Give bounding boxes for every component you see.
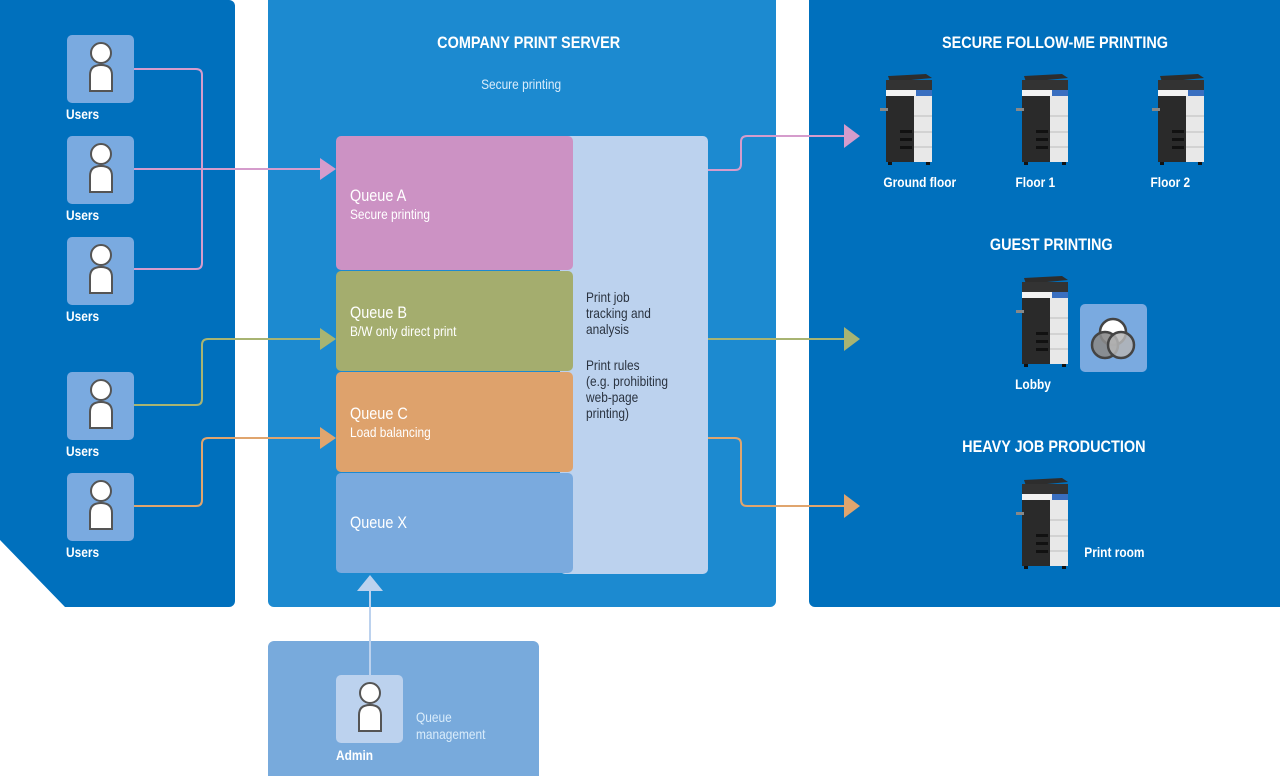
admin-desc: Queue management: [416, 709, 486, 742]
person-icon: [357, 682, 382, 732]
queue-x-name: Queue X: [350, 513, 408, 532]
printer-label: Lobby: [1015, 376, 1051, 392]
user-group-1[interactable]: [67, 35, 134, 103]
admin-label: Admin: [336, 747, 374, 763]
printer-label: Ground floor: [883, 174, 957, 190]
queue-a-name: Queue A: [350, 186, 407, 205]
server-subtitle: Secure printing: [481, 76, 562, 92]
user-group-2[interactable]: [67, 136, 134, 204]
queue-c[interactable]: Queue C Load balancing: [336, 372, 573, 472]
tracking-text: Print job tracking and analysis: [586, 289, 651, 337]
queue-b-name: Queue B: [350, 303, 408, 322]
heavy-job-title: HEAVY JOB PRODUCTION: [962, 437, 1146, 456]
printer-label: Floor 1: [1015, 174, 1056, 190]
printer-label: Print room: [1084, 544, 1145, 560]
person-icon: [88, 143, 113, 193]
user-group-5[interactable]: [67, 473, 134, 541]
queue-c-name: Queue C: [350, 404, 408, 423]
print-rules-text: Print rules (e.g. prohibiting web-page p…: [586, 357, 669, 421]
secure-printing-title: SECURE FOLLOW-ME PRINTING: [941, 33, 1169, 52]
queue-b-desc: B/W only direct print: [350, 323, 457, 339]
user-label: Users: [66, 308, 100, 324]
person-icon: [88, 480, 113, 530]
printer-icon[interactable]: [1016, 476, 1070, 570]
queue-c-desc: Load balancing: [350, 424, 431, 440]
queue-a-desc: Secure printing: [350, 206, 431, 222]
user-label: Users: [66, 443, 100, 459]
printer-icon[interactable]: [880, 72, 934, 166]
printer-icon[interactable]: [1016, 72, 1070, 166]
color-circles-icon: [1080, 304, 1147, 372]
queue-b[interactable]: Queue B B/W only direct print: [336, 271, 573, 371]
printer-icon[interactable]: [1152, 72, 1206, 166]
admin-panel: [268, 641, 539, 776]
user-group-3[interactable]: [67, 237, 134, 305]
guest-printing-title: GUEST PRINTING: [989, 235, 1113, 254]
printer-label: Floor 2: [1150, 174, 1191, 190]
user-label: Users: [66, 106, 100, 122]
person-icon: [88, 379, 113, 429]
person-icon: [88, 244, 113, 294]
user-label: Users: [66, 207, 100, 223]
user-group-4[interactable]: [67, 372, 134, 440]
person-icon: [88, 42, 113, 92]
queue-a[interactable]: Queue A Secure printing: [336, 136, 573, 270]
user-label: Users: [66, 544, 100, 560]
admin-avatar[interactable]: [336, 675, 403, 743]
queue-x[interactable]: Queue X: [336, 473, 573, 573]
printer-icon[interactable]: [1016, 274, 1070, 368]
server-title: COMPANY PRINT SERVER: [437, 33, 621, 52]
tracking-rules-box: [560, 136, 708, 574]
